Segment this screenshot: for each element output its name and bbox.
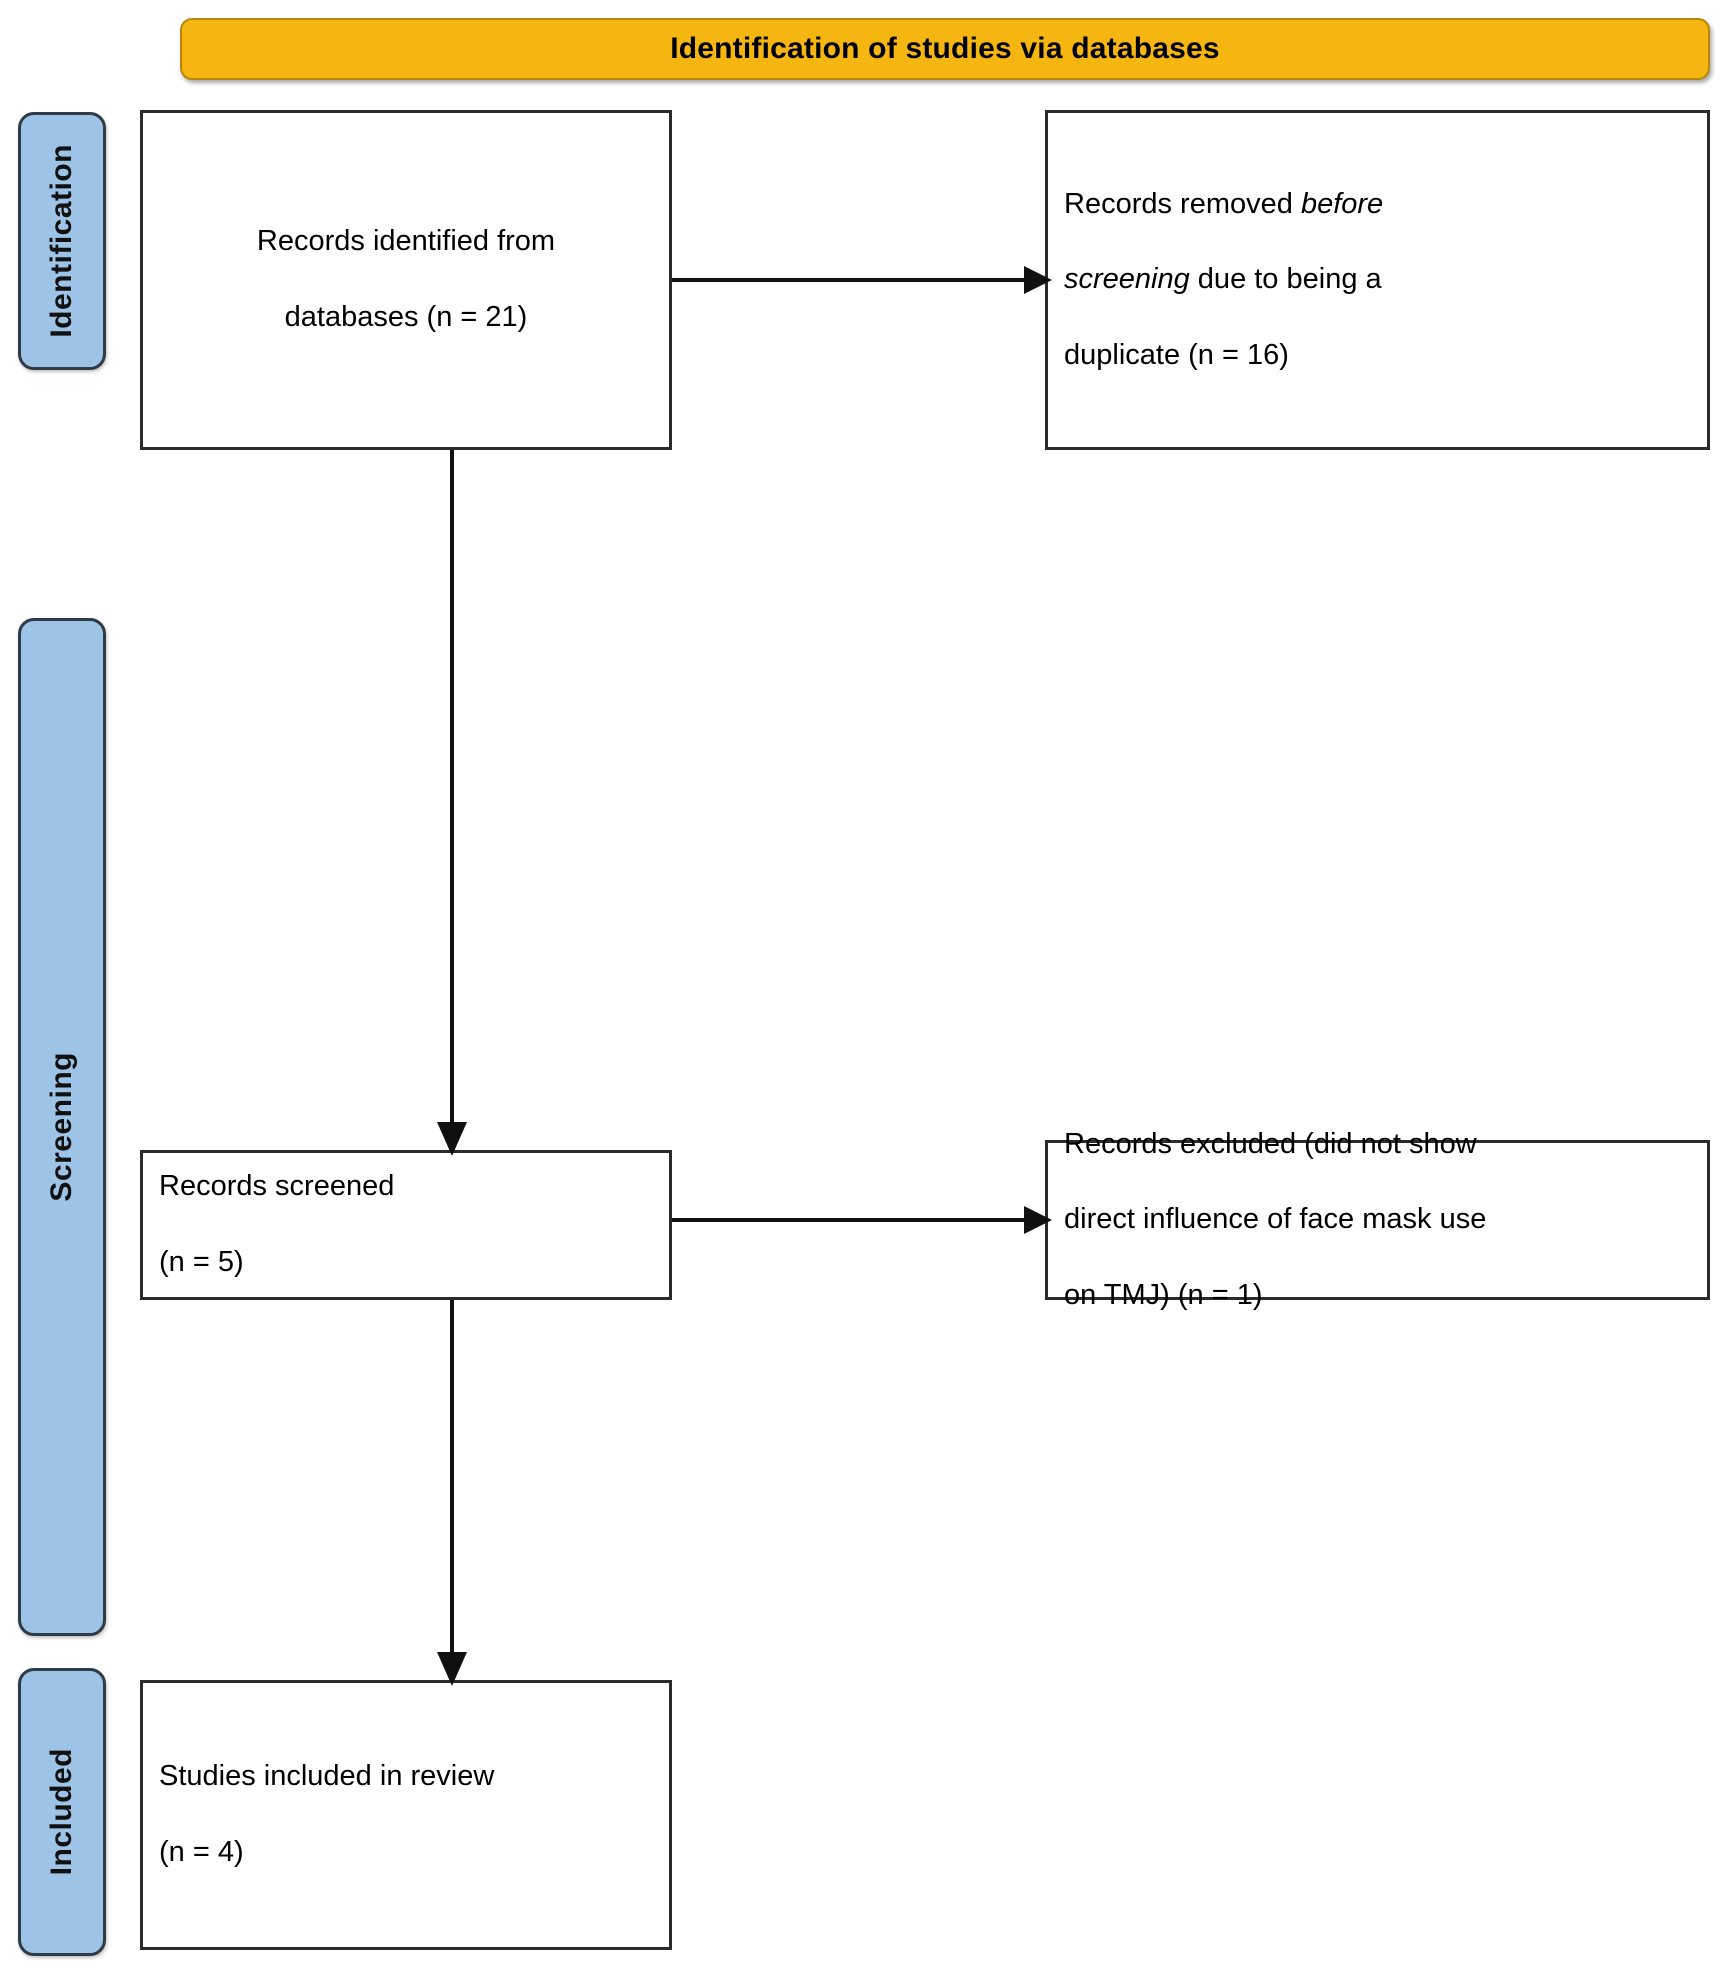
diagram-title: Identification of studies via databases bbox=[670, 32, 1220, 65]
box-records-identified: Records identified from databases (n = 2… bbox=[140, 110, 672, 450]
stage-label-included: Included bbox=[18, 1668, 106, 1956]
box-records-removed-line2: screening due to being a bbox=[1064, 261, 1691, 299]
box-records-removed-line3: duplicate (n = 16) bbox=[1064, 338, 1289, 371]
box-records-identified-line1: Records identified from bbox=[256, 225, 556, 258]
box-records-excluded: Records excluded (did not show direct in… bbox=[1045, 1128, 1710, 1311]
box-records-identified-text: Records identified from databases (n = 2… bbox=[143, 186, 669, 374]
arrow-screened-to-included bbox=[430, 1300, 474, 1686]
stage-label-identification: Identification bbox=[18, 112, 106, 370]
stage-label-included-text: Included bbox=[45, 1748, 78, 1876]
diagram-header-banner: Identification of studies via databases bbox=[180, 18, 1710, 80]
stage-label-screening-text: Screening bbox=[45, 1052, 78, 1202]
box-records-excluded-line2: direct influence of face mask use bbox=[1064, 1203, 1487, 1236]
stage-label-identification-text: Identification bbox=[45, 144, 78, 338]
box-records-removed-line1: Records removed before bbox=[1064, 186, 1691, 224]
box-records-removed-pre: Records removed bbox=[1064, 187, 1301, 220]
box-records-removed: Records removed before screening due to … bbox=[1045, 110, 1710, 450]
box-records-removed-post: due to being a bbox=[1189, 263, 1382, 296]
box-studies-included-text: Studies included in review (n = 4) bbox=[143, 1721, 669, 1909]
box-records-screened-text: Records screened (n = 5) bbox=[143, 1131, 669, 1319]
stage-label-screening: Screening bbox=[18, 618, 106, 1636]
box-records-screened: Records screened (n = 5) bbox=[140, 1150, 672, 1300]
box-records-excluded-line3: on TMJ) (n = 1) bbox=[1064, 1278, 1263, 1311]
arrow-screened-to-excluded bbox=[672, 1200, 1052, 1240]
box-records-excluded-line1: Records excluded (did not show bbox=[1064, 1127, 1477, 1160]
box-studies-included-line2: (n = 4) bbox=[159, 1835, 244, 1868]
box-records-removed-italic-screening: screening bbox=[1064, 263, 1190, 296]
box-records-screened-line2: (n = 5) bbox=[159, 1245, 244, 1278]
box-studies-included-line1: Studies included in review bbox=[159, 1760, 495, 1793]
box-records-removed-text: Records removed before screening due to … bbox=[1048, 148, 1707, 412]
box-records-identified-line2: databases (n = 21) bbox=[284, 300, 528, 333]
box-records-excluded-text: Records excluded (did not show direct in… bbox=[1048, 1088, 1707, 1352]
box-studies-included: Studies included in review (n = 4) bbox=[140, 1680, 672, 1950]
box-records-removed-italic-before: before bbox=[1300, 187, 1384, 220]
arrow-identified-to-screened bbox=[430, 450, 474, 1156]
arrow-identified-to-removed bbox=[672, 260, 1052, 300]
box-records-screened-line1: Records screened bbox=[159, 1170, 395, 1203]
